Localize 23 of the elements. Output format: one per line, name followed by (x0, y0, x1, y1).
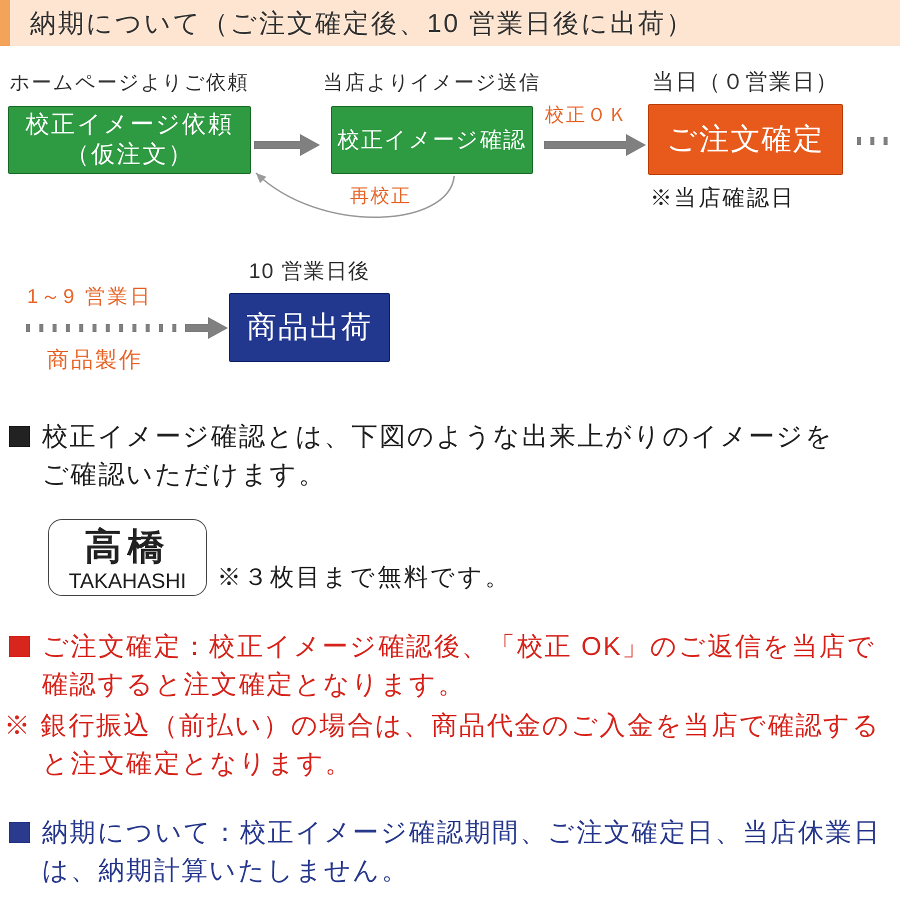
arrow (254, 134, 320, 156)
title: 納期について（ご注文確定後、10 営業日後に出荷） (30, 7, 694, 39)
process-box: 校正イメージ依頼（仮注文） (8, 106, 251, 174)
side-note: ※３枚目まで無料です。 (217, 563, 512, 593)
step-heading: 10 営業日後 (248, 259, 370, 285)
step-heading: ホームページよりご依頼 (10, 71, 250, 96)
arrow (544, 134, 646, 156)
stamp-preview (48, 519, 207, 596)
note-paragraph: ※ 銀行振込（前払い）の場合は、商品代金のご入金を当店で確認すると注文確定となります。 (4, 709, 882, 780)
step-heading: 当店よりイメージ送信 (323, 71, 541, 96)
process-box: 商品出荷 (229, 293, 390, 362)
side-note: ※当店確認日 (650, 184, 796, 212)
note-paragraph: 納期について：校正イメージ確認期間、ご注文確定日、当店休業日は、納期計算いたしません。 (42, 816, 882, 887)
note-paragraph: 校正イメージ確認とは、下図のような出来上がりのイメージをご確認いただけます。 (42, 420, 835, 491)
process-box: 校正イメージ確認 (331, 106, 533, 174)
process-box: ご注文確定 (648, 104, 843, 175)
step-heading: 当日（０営業日） (652, 68, 840, 96)
curved-arrow (256, 172, 455, 218)
dotted-arrow (26, 317, 228, 339)
note-paragraph: ご注文確定：校正イメージ確認後、「校正 OK」のご返信を当店で確認すると注文確定となります。 (42, 630, 876, 701)
step-note: 商品製作 (47, 346, 143, 374)
stamp-lettering: TAKAHASHI (68, 570, 186, 594)
stamp-name: 高橋 (84, 525, 170, 569)
